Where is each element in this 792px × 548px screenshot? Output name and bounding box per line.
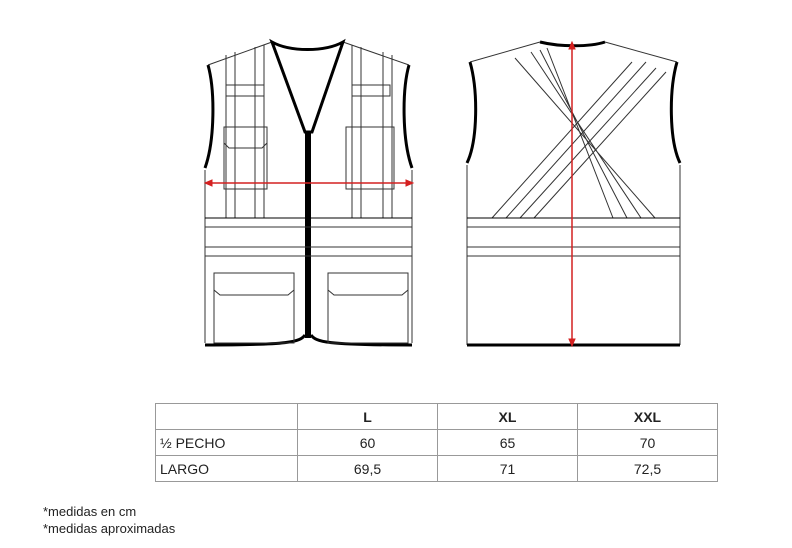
row-label: ½ PECHO	[155, 429, 298, 456]
header-cell: XL	[437, 403, 578, 430]
table-header-row: L XL XXL	[155, 403, 718, 430]
size-table: L XL XXL ½ PECHO 60 65 70 LARGO 69,5 71 …	[155, 403, 718, 482]
table-cell: 70	[577, 429, 718, 456]
table-row: ½ PECHO 60 65 70	[155, 429, 718, 456]
length-measure-arrow	[568, 40, 576, 348]
table-cell: 72,5	[577, 455, 718, 482]
table-cell: 60	[297, 429, 438, 456]
vest-technical-drawing	[203, 38, 682, 348]
header-cell: L	[297, 403, 438, 430]
table-cell: 71	[437, 455, 578, 482]
table-cell: 65	[437, 429, 578, 456]
table-row: LARGO 69,5 71 72,5	[155, 455, 718, 482]
chest-measure-arrow	[203, 179, 415, 187]
note-units: *medidas en cm	[43, 504, 137, 519]
table-cell: 69,5	[297, 455, 438, 482]
header-cell	[155, 403, 298, 430]
vest-front	[203, 38, 414, 347]
footnotes: *medidas en cm *medidas aproximadas	[43, 503, 175, 537]
note-approximate: *medidas aproximadas	[43, 521, 176, 536]
header-cell: XXL	[577, 403, 718, 430]
vest-back	[465, 40, 682, 347]
row-label: LARGO	[155, 455, 298, 482]
